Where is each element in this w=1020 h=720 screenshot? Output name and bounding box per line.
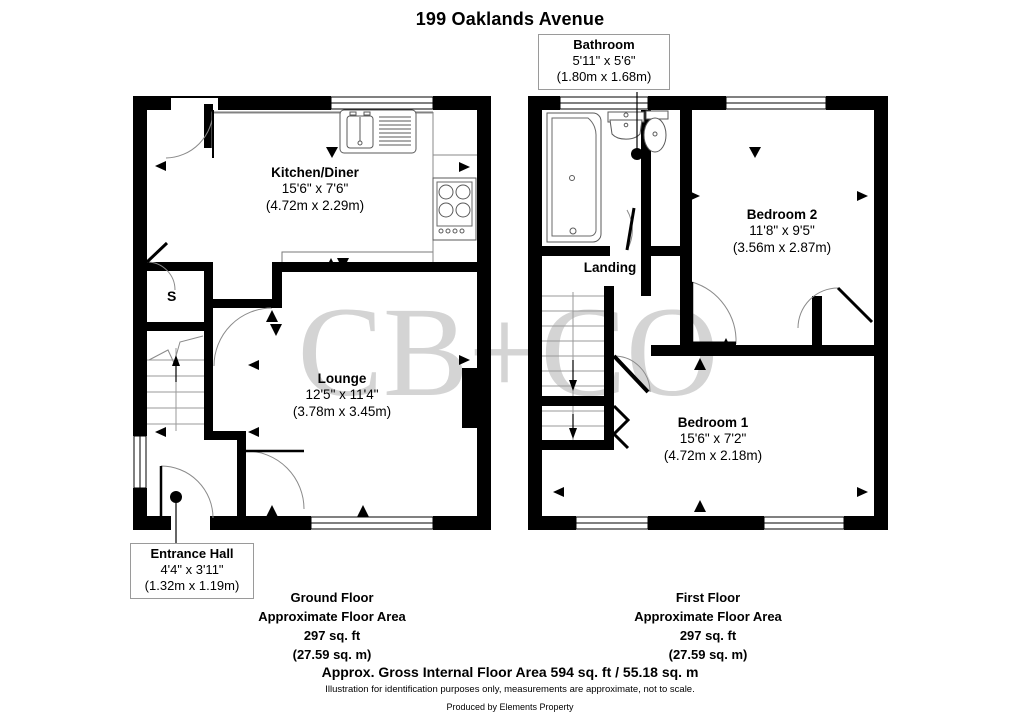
ground-floor-name: Ground Floor bbox=[290, 590, 374, 605]
door-lounge bbox=[245, 450, 305, 510]
room-label-kitchen: Kitchen/Diner 15'6" x 7'6" (4.72m x 2.29… bbox=[205, 165, 425, 214]
toilet-icon bbox=[643, 110, 669, 153]
ground-floor-plan bbox=[133, 96, 491, 545]
producer-text: Produced by Elements Property bbox=[446, 702, 574, 712]
room-label-bedroom2: Bedroom 2 11'8" x 9'5" (3.56m x 2.87m) bbox=[672, 207, 892, 256]
room-name-bedroom1: Bedroom 1 bbox=[677, 415, 749, 430]
gross-area-text: Approx. Gross Internal Floor Area 594 sq… bbox=[321, 664, 699, 680]
door-bedroom1 bbox=[613, 355, 651, 393]
ground-view-markers bbox=[155, 147, 470, 517]
room-metric-bedroom2: (3.56m x 2.87m) bbox=[732, 240, 832, 255]
room-imperial-bedroom1: 15'6" x 7'2" bbox=[679, 431, 747, 446]
callout-bathroom: Bathroom 5'11" x 5'6" (1.80m x 1.68m) bbox=[538, 34, 670, 90]
first-view-markers bbox=[553, 147, 868, 512]
room-metric-bedroom1: (4.72m x 2.18m) bbox=[663, 448, 763, 463]
room-metric-lounge: (3.78m x 3.45m) bbox=[292, 404, 392, 419]
first-floor-sqm: (27.59 sq. m) bbox=[668, 647, 748, 662]
callout-entrance-hall-name: Entrance Hall bbox=[150, 546, 234, 561]
callout-bathroom-metric: (1.80m x 1.68m) bbox=[556, 69, 652, 84]
door-storage bbox=[146, 261, 176, 291]
wardrobe-wall bbox=[812, 296, 822, 346]
room-name-lounge: Lounge bbox=[317, 371, 367, 386]
ground-floor-sqft: 297 sq. ft bbox=[303, 628, 361, 643]
disclaimer-text: Illustration for identification purposes… bbox=[325, 684, 695, 695]
room-name-landing: Landing bbox=[583, 260, 637, 275]
door-kitchen bbox=[213, 307, 273, 367]
room-imperial-bedroom2: 11'8" x 9'5" bbox=[749, 223, 815, 238]
door-bedroom2 bbox=[691, 281, 737, 345]
first-stair-direction-arrow bbox=[569, 360, 577, 391]
callout-bathroom-name: Bathroom bbox=[573, 37, 635, 52]
room-imperial-kitchen: 15'6" x 7'6" bbox=[281, 181, 349, 196]
door-entrance-hall bbox=[160, 465, 214, 519]
room-label-lounge: Lounge 12'5" x 11'4" (3.78m x 3.45m) bbox=[232, 371, 452, 420]
first-floor-name: First Floor bbox=[675, 590, 741, 605]
stair-direction-arrow bbox=[172, 355, 180, 382]
ground-floor-area-block: Ground Floor Approximate Floor Area 297 … bbox=[202, 588, 462, 664]
room-imperial-lounge: 12'5" x 11'4" bbox=[305, 387, 379, 402]
cupboard-bifold-doors bbox=[611, 404, 631, 450]
watermark-text: CB+CO bbox=[298, 281, 719, 423]
first-floor-caption: Approximate Floor Area bbox=[634, 609, 782, 624]
first-floor-area-block: First Floor Approximate Floor Area 297 s… bbox=[578, 588, 838, 664]
bathtub-icon bbox=[546, 112, 602, 243]
room-metric-kitchen: (4.72m x 2.29m) bbox=[265, 198, 365, 213]
ground-floor-caption: Approximate Floor Area bbox=[258, 609, 406, 624]
page-title: 199 Oaklands Avenue bbox=[415, 9, 605, 29]
room-name-bedroom2: Bedroom 2 bbox=[746, 207, 818, 222]
room-label-bedroom1: Bedroom 1 15'6" x 7'2" (4.72m x 2.18m) bbox=[603, 415, 823, 464]
kitchen-sink-icon bbox=[339, 109, 417, 154]
first-floor-sqft: 297 sq. ft bbox=[679, 628, 737, 643]
storage-cupboard-marker: S bbox=[167, 288, 177, 304]
callout-entrance-hall: Entrance Hall 4'4" x 3'11" (1.32m x 1.19… bbox=[130, 543, 254, 599]
first-stair-direction-arrow-2 bbox=[569, 414, 577, 439]
washbasin-icon bbox=[607, 111, 645, 140]
room-name-kitchen: Kitchen/Diner bbox=[271, 165, 359, 180]
door-wardrobe bbox=[797, 287, 839, 329]
callout-entrance-hall-imperial: 4'4" x 3'11" bbox=[160, 562, 224, 577]
callout-entrance-hall-metric: (1.32m x 1.19m) bbox=[144, 578, 240, 593]
callout-bathroom-imperial: 5'11" x 5'6" bbox=[572, 53, 636, 68]
first-floor-plan bbox=[528, 92, 888, 530]
ground-floor-sqm: (27.59 sq. m) bbox=[292, 647, 372, 662]
kitchen-hob-icon bbox=[432, 177, 477, 241]
